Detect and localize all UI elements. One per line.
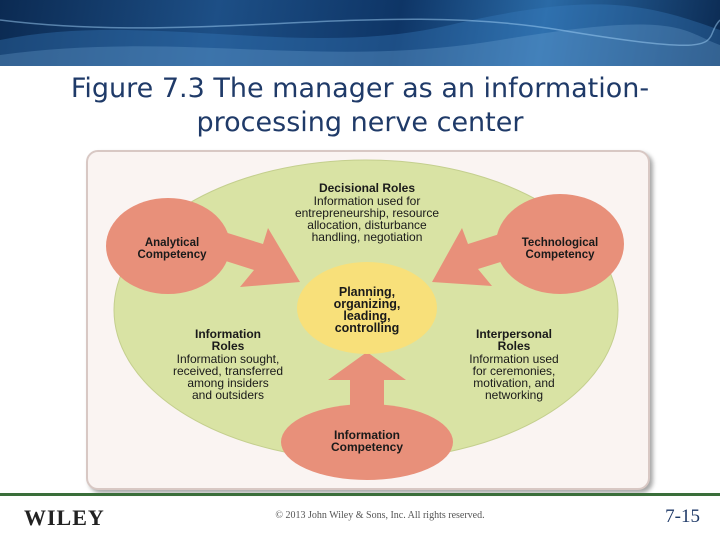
information-roles-title-1: Information <box>195 327 261 341</box>
information-competency-blob <box>281 404 453 480</box>
page-number: 7-15 <box>665 506 700 527</box>
copyright-notice: © 2013 John Wiley & Sons, Inc. All right… <box>275 510 485 521</box>
information-roles-line-3: among insiders <box>187 376 268 390</box>
interpersonal-roles-title-1: Interpersonal <box>476 327 552 341</box>
technological-label-2: Competency <box>525 249 595 261</box>
interpersonal-roles-line-4: networking <box>485 388 543 402</box>
figure-frame: Decisional Roles Information used for en… <box>86 150 650 490</box>
wiley-logo: WILEY <box>24 505 105 530</box>
decisional-line-1: Information used for <box>314 194 421 208</box>
decisional-roles-title: Decisional Roles <box>319 181 415 195</box>
analytical-label-1: Analytical <box>145 237 199 249</box>
decisional-line-2: entrepreneurship, resource <box>295 206 439 220</box>
analytical-competency-blob <box>106 198 230 294</box>
center-line-3: leading, <box>343 309 390 323</box>
banner-wave-graphic <box>0 4 720 66</box>
technological-competency-blob <box>496 194 624 294</box>
information-competency-label-2: Competency <box>331 440 403 454</box>
information-competency-label-1: Information <box>334 428 400 442</box>
information-roles-line-2: received, transferred <box>173 364 283 378</box>
interpersonal-roles-title-2: Roles <box>498 339 531 353</box>
decisional-line-4: handling, negotiation <box>312 230 423 244</box>
center-line-1: Planning, <box>339 285 395 299</box>
information-roles-line-1: Information sought, <box>177 352 280 366</box>
header-banner <box>0 0 720 66</box>
interpersonal-roles-line-2: for ceremonies, <box>473 364 556 378</box>
nerve-center-diagram: Decisional Roles Information used for en… <box>106 159 624 480</box>
arrow-information <box>328 352 406 408</box>
arrow-analytical <box>210 228 300 287</box>
arrow-technological <box>432 228 520 286</box>
interpersonal-roles-line-3: motivation, and <box>473 376 554 390</box>
center-circle <box>297 262 437 354</box>
center-line-2: organizing, <box>334 297 401 311</box>
footer-divider <box>0 493 720 496</box>
slide-title: Figure 7.3 The manager as an information… <box>70 73 650 138</box>
information-roles-line-4: and outsiders <box>192 388 264 402</box>
decisional-line-3: allocation, disturbance <box>307 218 427 232</box>
center-line-4: controlling <box>335 321 400 335</box>
information-roles-title-2: Roles <box>212 339 245 353</box>
analytical-label-2: Competency <box>137 249 207 261</box>
interpersonal-roles-line-1: Information used <box>469 352 558 366</box>
technological-label-1: Technological <box>522 237 598 249</box>
